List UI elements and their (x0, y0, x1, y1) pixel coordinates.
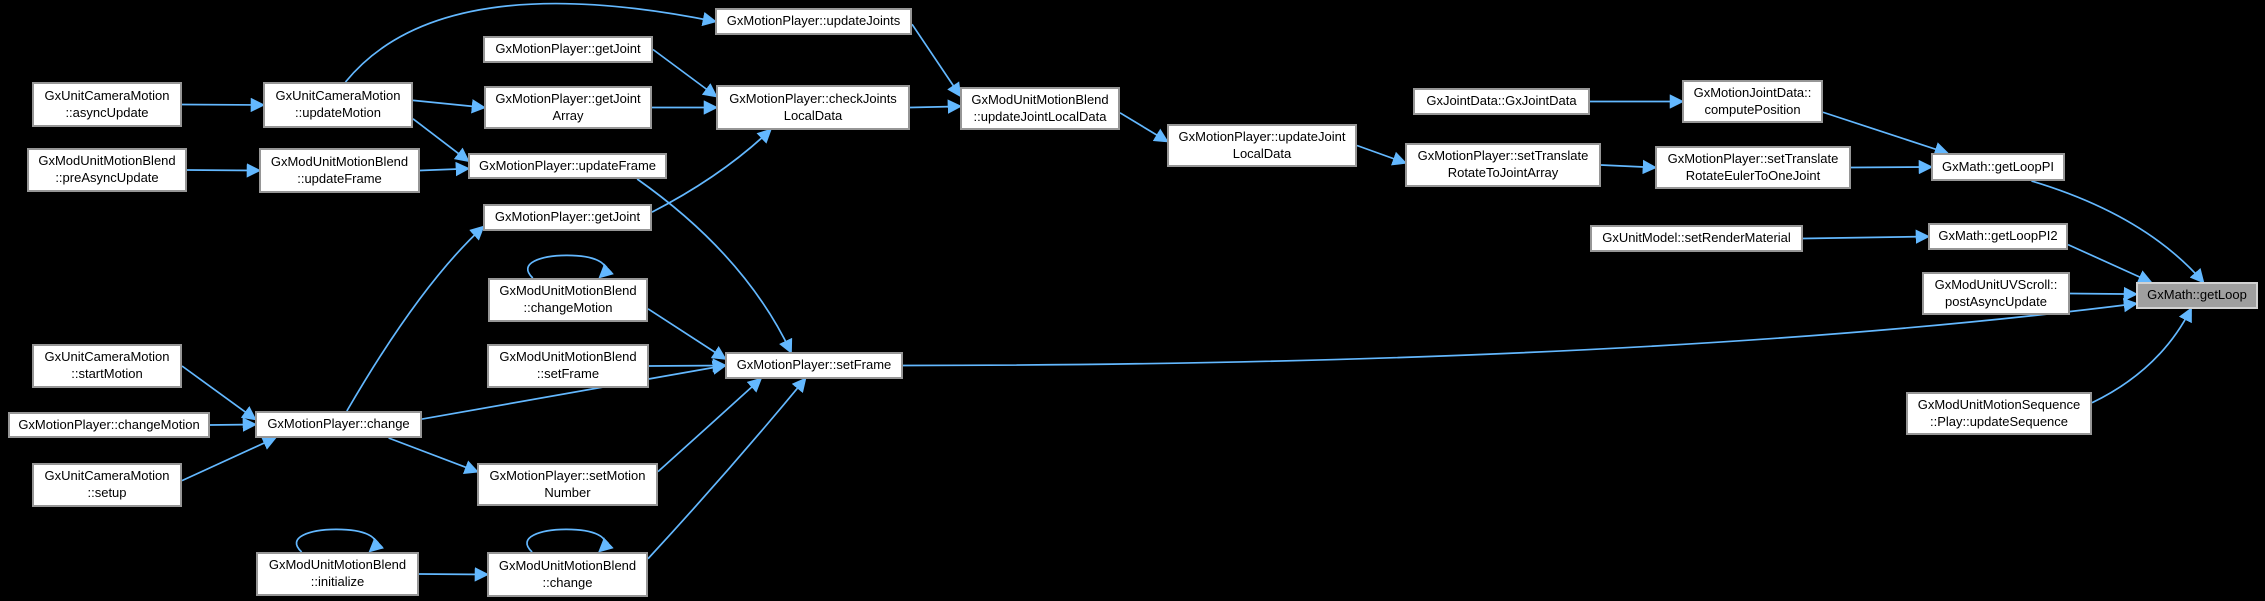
edge-bujld-pujld (1119, 112, 1169, 143)
graph-node-getj2[interactable]: GxMotionPlayer::getJoint (483, 204, 652, 231)
edge-init-bchange (418, 567, 490, 582)
graph-node-updmo[interactable]: GxUnitCameraMotion ::updateMotion (263, 82, 413, 128)
edge-getj2-chkjts (651, 128, 772, 213)
edge-change-setmonum (388, 437, 480, 474)
graph-node-psetfr[interactable]: GxMotionPlayer::setFrame (725, 352, 903, 379)
edge-change-psetfr (421, 360, 728, 420)
graph-node-pau[interactable]: GxModUnitUVScroll:: postAsyncUpdate (1922, 272, 2070, 315)
graph-node-chkjts[interactable]: GxMotionPlayer::checkJoints LocalData (716, 85, 910, 130)
graph-node-bchgmo[interactable]: GxModUnitMotionBlend ::changeMotion (488, 278, 648, 322)
graph-node-cpos[interactable]: GxMotionJointData:: computePosition (1682, 80, 1823, 123)
graph-node-glpi2[interactable]: GxMath::getLoopPI2 (1928, 223, 2068, 250)
graph-node-init[interactable]: GxModUnitMotionBlend ::initialize (256, 552, 419, 596)
graph-node-updjts[interactable]: GxMotionPlayer::updateJoints (715, 8, 912, 35)
edge-cpos-glpi (1822, 111, 1950, 157)
edge-start-change (181, 365, 257, 421)
graph-node-change[interactable]: GxMotionPlayer::change (255, 411, 422, 438)
graph-node-srm[interactable]: GxUnitModel::setRenderMaterial (1590, 225, 1803, 252)
edge-srm-glpi2 (1802, 229, 1931, 244)
edge-self-init (295, 528, 385, 553)
edge-preasync-bupdfr (186, 163, 262, 178)
graph-node-bupdfr[interactable]: GxModUnitMotionBlend ::updateFrame (259, 148, 420, 193)
graph-node-glpi[interactable]: GxMath::getLoopPI (1931, 153, 2065, 181)
edge-psetfr-gl (902, 297, 2139, 367)
graph-node-useq[interactable]: GxModUnitMotionSequence ::Play::updateSe… (1906, 392, 2092, 435)
edge-bupdfr-pupdfr (419, 161, 471, 177)
graph-node-bsetfr[interactable]: GxModUnitMotionBlend ::setFrame (487, 344, 649, 388)
edge-pchgmo-change (209, 417, 258, 432)
graph-node-async[interactable]: GxUnitCameraMotion ::asyncUpdate (32, 82, 182, 127)
graph-node-getja[interactable]: GxMotionPlayer::getJoint Array (484, 86, 652, 129)
graph-node-setmonum[interactable]: GxMotionPlayer::setMotion Number (477, 463, 658, 506)
edge-group (181, 2, 2205, 582)
edge-bsetfr-psetfr (648, 358, 728, 373)
graph-node-pchgmo[interactable]: GxMotionPlayer::changeMotion (8, 412, 210, 438)
edge-setup-change (181, 436, 278, 482)
edge-stre-glpi (1850, 159, 1934, 175)
edge-useq-gl (2091, 307, 2192, 404)
graph-node-gl: GxMath::getLoop (2136, 282, 2258, 309)
edge-pupdfr-psetfr (636, 178, 793, 354)
edge-change-getj2 (346, 225, 485, 412)
graph-node-preasync[interactable]: GxModUnitMotionBlend ::preAsyncUpdate (27, 148, 187, 192)
edge-chkjts-bujld (909, 99, 963, 114)
edge-bchgmo-psetfr (647, 308, 727, 360)
graph-node-start[interactable]: GxUnitCameraMotion ::startMotion (32, 344, 182, 388)
edge-glpi-gl (2031, 180, 2205, 284)
edge-updjts-bujld (911, 23, 962, 98)
edge-self-bchange (526, 528, 614, 553)
edge-async-updmo (181, 97, 266, 113)
edge-pujld-stra (1356, 144, 1408, 166)
graph-node-pupdfr[interactable]: GxMotionPlayer::updateFrame (468, 153, 667, 179)
edge-updmo-updjts (344, 2, 718, 83)
graph-node-setup[interactable]: GxUnitCameraMotion ::setup (32, 463, 182, 507)
edge-updmo-getja (412, 99, 487, 114)
edge-updmo-pupdfr (412, 118, 470, 163)
edge-glpi2-gl (2067, 243, 2153, 284)
edge-pau-gl (2069, 286, 2139, 302)
edge-bchange-psetfr (647, 377, 807, 560)
graph-node-getj1[interactable]: GxMotionPlayer::getJoint (483, 36, 653, 63)
edge-stra-stre (1600, 159, 1658, 175)
edge-setmonum-psetfr (657, 377, 763, 473)
graph-node-bujld[interactable]: GxModUnitMotionBlend ::updateJointLocalD… (960, 87, 1120, 130)
graph-node-jd[interactable]: GxJointData::GxJointData (1413, 88, 1590, 115)
graph-node-pujld[interactable]: GxMotionPlayer::updateJoint LocalData (1167, 124, 1357, 167)
graph-node-bchange[interactable]: GxModUnitMotionBlend ::change (487, 552, 648, 597)
graph-node-stre[interactable]: GxMotionPlayer::setTranslate RotateEuler… (1655, 146, 1851, 189)
edge-getj1-chkjts (652, 48, 718, 98)
graph-node-stra[interactable]: GxMotionPlayer::setTranslate RotateToJoi… (1405, 143, 1601, 187)
edge-self-bchgmo (527, 254, 614, 279)
